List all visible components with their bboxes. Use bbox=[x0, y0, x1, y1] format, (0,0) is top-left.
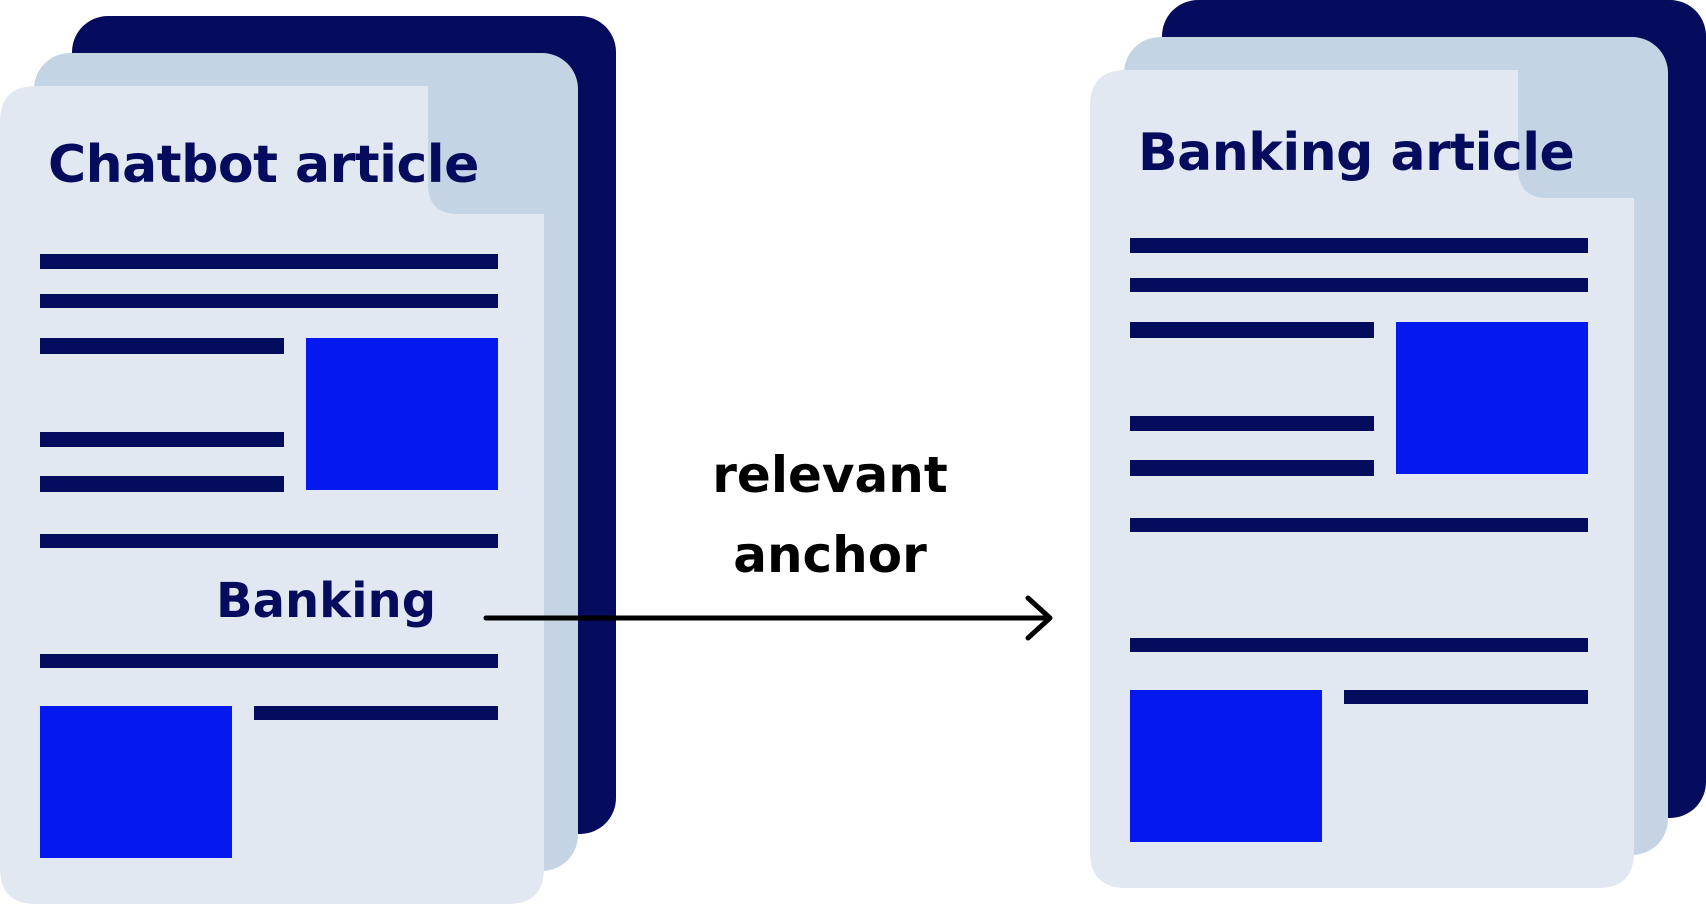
image-block bbox=[306, 338, 498, 490]
target-document: Banking article bbox=[1090, 0, 1706, 888]
target-front-page bbox=[1090, 70, 1634, 888]
text-line bbox=[40, 254, 498, 269]
target-title: Banking article bbox=[1138, 123, 1574, 183]
source-text-lines bbox=[40, 254, 498, 720]
text-line bbox=[40, 534, 498, 548]
text-line bbox=[1130, 518, 1588, 532]
text-line bbox=[1130, 638, 1588, 652]
text-line bbox=[1130, 278, 1588, 292]
text-line bbox=[1130, 238, 1588, 253]
arrow-head bbox=[1025, 595, 1053, 641]
target-dog-ear bbox=[1518, 70, 1634, 198]
arrow-label: relevant anchor bbox=[712, 446, 947, 584]
arrow-label-line1: relevant bbox=[712, 446, 947, 504]
source-front-page bbox=[0, 86, 544, 904]
text-line bbox=[1130, 416, 1374, 431]
source-dog-ear bbox=[428, 86, 544, 214]
link-arrow bbox=[483, 595, 1053, 641]
source-images bbox=[40, 338, 498, 858]
text-line bbox=[40, 654, 498, 668]
text-line bbox=[1344, 690, 1588, 704]
text-line bbox=[1130, 322, 1374, 338]
arrow-label-line2: anchor bbox=[733, 526, 927, 584]
text-line bbox=[40, 432, 284, 447]
source-document: Chatbot article Banking bbox=[0, 16, 616, 904]
anchor-text[interactable]: Banking bbox=[216, 573, 436, 629]
image-block bbox=[1130, 690, 1322, 842]
source-title: Chatbot article bbox=[48, 135, 479, 195]
image-block bbox=[40, 706, 232, 858]
text-line bbox=[40, 294, 498, 308]
text-line bbox=[254, 706, 498, 720]
image-block bbox=[1396, 322, 1588, 474]
target-images bbox=[1130, 322, 1588, 842]
text-line bbox=[1130, 460, 1374, 476]
text-line bbox=[40, 476, 284, 492]
text-line bbox=[40, 338, 284, 354]
target-text-lines bbox=[1130, 238, 1588, 704]
